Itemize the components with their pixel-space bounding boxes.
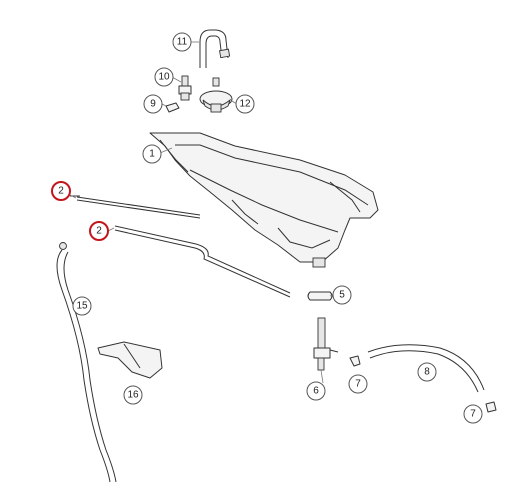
part-fuel-tap <box>313 317 339 371</box>
part-tank-trim-rails <box>70 195 291 298</box>
callout-1: 1 <box>142 144 162 164</box>
part-filler-cap <box>199 77 233 113</box>
callout-label-9: 9 <box>150 99 156 110</box>
part-heat-shield <box>97 341 163 379</box>
part-small-clip <box>349 355 361 367</box>
callout-5: 5 <box>332 285 352 305</box>
part-overflow-hose <box>56 242 117 483</box>
callout-label-16: 16 <box>127 390 139 401</box>
callout-15: 15 <box>72 296 92 316</box>
callout-11: 11 <box>172 32 192 52</box>
callout-label-12: 12 <box>239 99 251 110</box>
callout-6: 6 <box>306 381 326 401</box>
part-fuel-tank <box>149 132 379 268</box>
part-grommet <box>165 102 180 113</box>
callout-7-right: 7 <box>463 404 483 424</box>
callout-2-lower: 2 <box>89 221 109 241</box>
callout-label-2-lower: 2 <box>96 226 102 237</box>
callout-label-1: 1 <box>149 149 155 160</box>
callout-label-11: 11 <box>177 37 188 48</box>
callout-10: 10 <box>154 67 174 87</box>
part-hose-clamp <box>307 291 333 301</box>
callout-label-2-upper: 2 <box>58 186 64 197</box>
callout-8: 8 <box>417 362 437 382</box>
part-vent-valve <box>178 75 192 101</box>
callout-12: 12 <box>235 94 255 114</box>
callout-label-6: 6 <box>313 386 319 397</box>
part-breather-hose <box>199 29 231 68</box>
callout-label-7-right: 7 <box>470 409 476 420</box>
callout-label-5: 5 <box>339 290 345 301</box>
callout-16: 16 <box>123 385 143 405</box>
part-small-clip-2 <box>485 401 497 413</box>
callout-label-8: 8 <box>424 367 430 378</box>
callout-label-7-left: 7 <box>355 379 361 390</box>
part-fuel-hose <box>367 344 485 393</box>
callout-label-10: 10 <box>158 72 170 83</box>
callout-7-left: 7 <box>348 374 368 394</box>
callout-9: 9 <box>143 94 163 114</box>
callout-2-upper: 2 <box>51 181 71 201</box>
callout-label-15: 15 <box>76 301 88 312</box>
